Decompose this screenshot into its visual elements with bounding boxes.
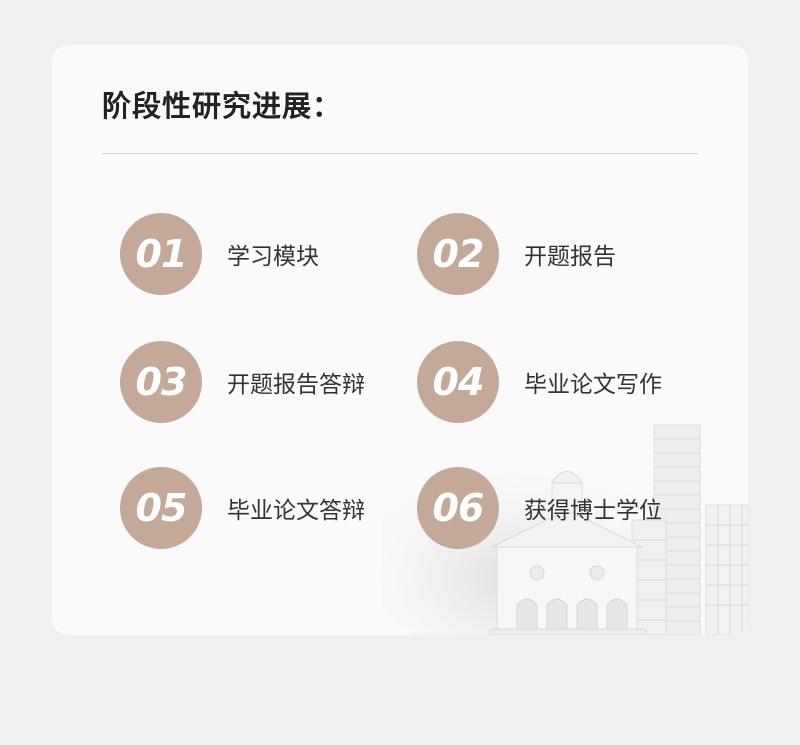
- step-03: 03 开题报告答辩: [120, 341, 365, 423]
- step-number-badge: 06: [417, 467, 499, 549]
- step-number-badge: 02: [417, 213, 499, 295]
- step-label: 开题报告答辩: [227, 372, 365, 398]
- step-number: 01: [135, 232, 188, 276]
- step-05: 05 毕业论文答辩: [120, 467, 365, 549]
- step-label: 开题报告: [524, 244, 616, 270]
- step-label: 毕业论文答辩: [227, 498, 365, 524]
- step-number: 03: [135, 360, 188, 404]
- step-04: 04 毕业论文写作: [417, 341, 662, 423]
- step-label: 毕业论文写作: [524, 372, 662, 398]
- step-label: 学习模块: [227, 244, 319, 270]
- step-number-badge: 03: [120, 341, 202, 423]
- step-label: 获得博士学位: [524, 498, 662, 524]
- step-number-badge: 04: [417, 341, 499, 423]
- title-divider: [102, 153, 698, 154]
- step-06: 06 获得博士学位: [417, 467, 662, 549]
- step-01: 01 学习模块: [120, 213, 319, 295]
- progress-card: 阶段性研究进展：: [52, 45, 748, 635]
- step-number: 05: [135, 486, 188, 530]
- step-number-badge: 05: [120, 467, 202, 549]
- step-number: 06: [432, 486, 485, 530]
- step-02: 02 开题报告: [417, 213, 616, 295]
- section-title: 阶段性研究进展：: [102, 89, 343, 123]
- step-number-badge: 01: [120, 213, 202, 295]
- step-number: 02: [432, 232, 485, 276]
- step-number: 04: [432, 360, 485, 404]
